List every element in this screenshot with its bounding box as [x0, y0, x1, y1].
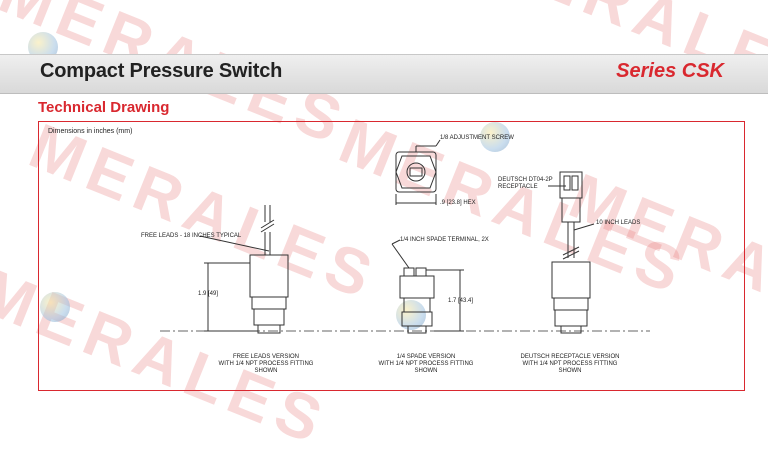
- caption-spade: 1/4 SPADE VERSION WITH 1/4 NPT PROCESS F…: [356, 354, 496, 375]
- deutsch-version: [548, 171, 595, 334]
- label-adjustment-screw: 1/8 ADJUSTMENT SCREW: [440, 135, 514, 141]
- technical-drawing: [160, 139, 650, 334]
- label-dim-spade: 1.7 [43.4]: [448, 298, 474, 304]
- caption-line: WITH 1/4 NPT PROCESS FITTING: [378, 361, 474, 367]
- caption-free-leads: FREE LEADS VERSION WITH 1/4 NPT PROCESS …: [196, 354, 336, 375]
- series-title: Series CSK: [616, 60, 724, 82]
- label-free-leads: FREE LEADS - 18 INCHES TYPICAL: [141, 233, 242, 239]
- caption-line: SHOWN: [254, 368, 278, 374]
- label-dim-free-leads: 1.9 [49]: [198, 291, 219, 297]
- caption-line: DEUTSCH RECEPTACLE VERSION: [520, 354, 620, 360]
- globe-watermark-icon: [40, 292, 70, 322]
- label-deutsch-line2: RECEPTACLE: [498, 184, 538, 190]
- caption-line: FREE LEADS VERSION: [232, 354, 300, 360]
- label-deutsch-line1: DEUTSCH DT04-2P: [498, 177, 553, 183]
- drawing-frame: [38, 121, 745, 391]
- globe-watermark-icon: [480, 122, 510, 152]
- page-title: Compact Pressure Switch: [40, 60, 283, 82]
- label-deutsch-receptacle: DEUTSCH DT04-2P RECEPTACLE: [498, 177, 553, 191]
- caption-line: SHOWN: [414, 368, 438, 374]
- caption-line: WITH 1/4 NPT PROCESS FITTING: [522, 361, 618, 367]
- globe-watermark-icon: [396, 300, 426, 330]
- header-band: [0, 54, 768, 94]
- caption-line: WITH 1/4 NPT PROCESS FITTING: [218, 361, 314, 367]
- free-leads-version: [199, 205, 289, 334]
- caption-line: SHOWN: [558, 368, 582, 374]
- label-ten-inch-leads: 10 INCH LEADS: [596, 220, 641, 226]
- top-view: [395, 139, 441, 205]
- caption-deutsch: DEUTSCH RECEPTACLE VERSION WITH 1/4 NPT …: [500, 354, 640, 375]
- caption-line: 1/4 SPADE VERSION: [396, 354, 456, 360]
- dimensions-note: Dimensions in inches (mm): [48, 128, 133, 135]
- spade-version: [391, 239, 464, 334]
- label-hex: .9 [23.8] HEX: [440, 200, 476, 206]
- section-title: Technical Drawing: [38, 99, 170, 116]
- label-spade-terminal: 1/4 INCH SPADE TERMINAL, 2X: [400, 237, 489, 243]
